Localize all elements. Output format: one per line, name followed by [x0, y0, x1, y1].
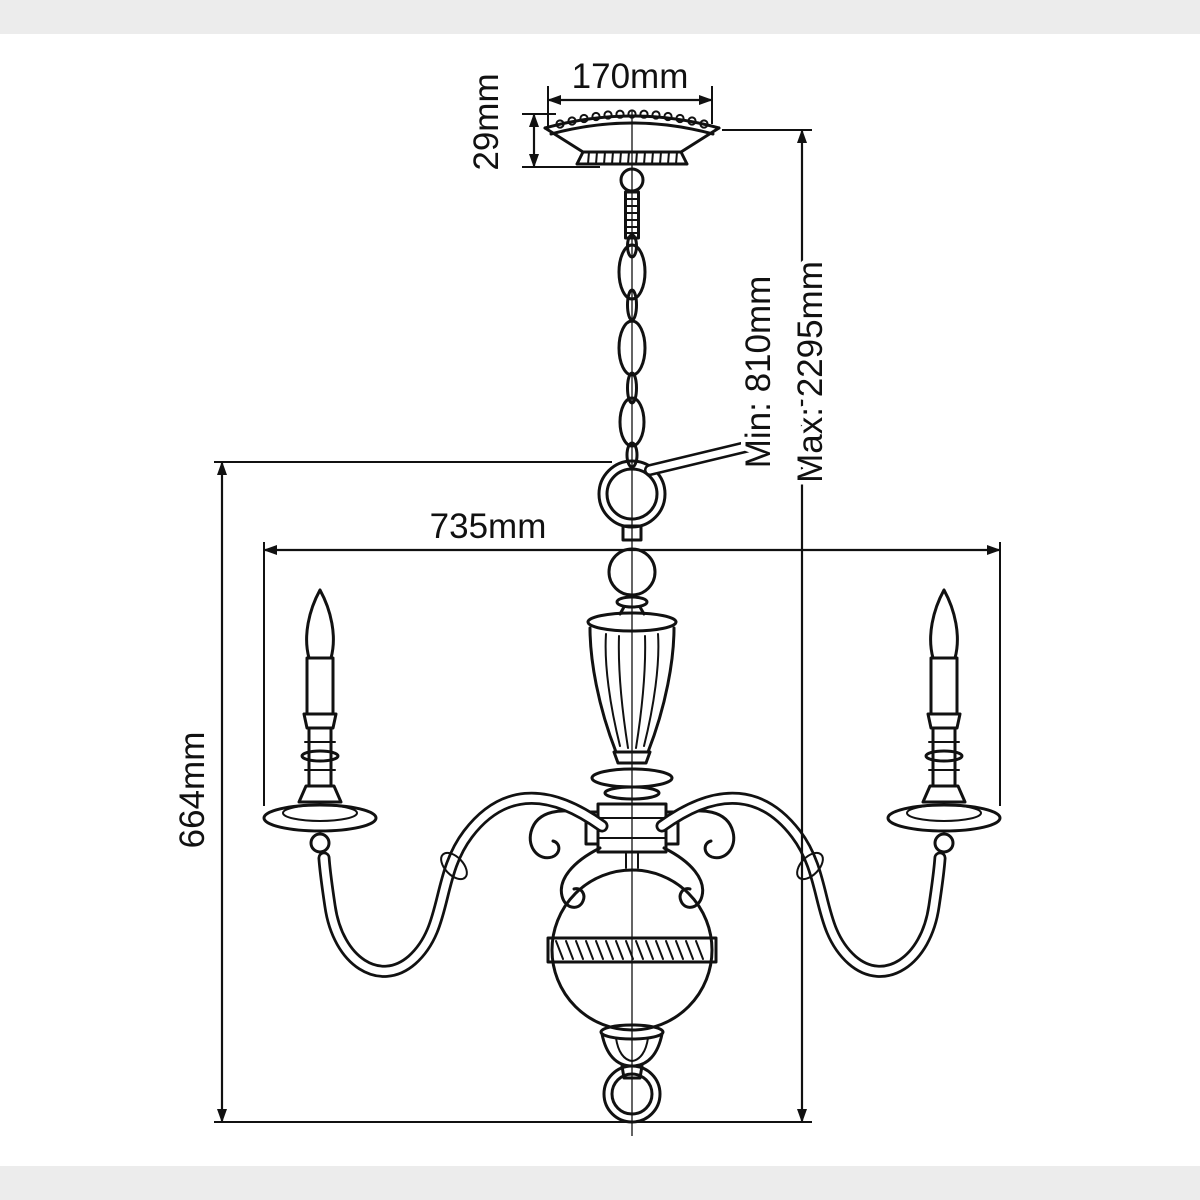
candle-left [262, 588, 378, 854]
dim-suspension-max-label: Max: 2295mm [791, 261, 830, 483]
dim-fixture-height: 664mm [169, 461, 612, 1123]
dim-canopy-height: 29mm [463, 69, 600, 175]
dim-canopy-height-label: 29mm [467, 73, 506, 170]
arm-left [317, 791, 609, 978]
sphere-band [546, 936, 718, 964]
dim-canopy-width: 170mm [547, 53, 713, 126]
threaded-rod [624, 190, 640, 240]
scrollwork-right [662, 809, 736, 909]
suspension-chain [617, 167, 647, 469]
stem-collar [621, 524, 643, 542]
dim-fixture-width: 735mm [263, 503, 1001, 806]
bobeche [262, 803, 378, 833]
dim-fixture-height-label: 664mm [173, 732, 212, 849]
adjustment-cable [644, 435, 760, 476]
sphere-body [546, 868, 718, 1032]
canopy-beads [555, 109, 709, 129]
urn-body [586, 611, 678, 801]
letterbox-bottom [0, 1166, 1200, 1200]
candle-right [886, 588, 1002, 854]
ceiling-canopy [543, 109, 721, 166]
candle-tip [305, 588, 335, 660]
dim-suspension-drop: Min: 810mm Max: 2295mm [214, 129, 835, 1123]
arm-sleeve [440, 851, 468, 881]
urn-fluting [604, 633, 660, 749]
dim-fixture-width-label: 735mm [430, 507, 547, 546]
scrollwork-left [528, 809, 602, 909]
dim-suspension-min-label: Min: 810mm [739, 276, 778, 469]
dim-canopy-width-label: 170mm [572, 57, 689, 96]
letterbox-top [0, 0, 1200, 34]
